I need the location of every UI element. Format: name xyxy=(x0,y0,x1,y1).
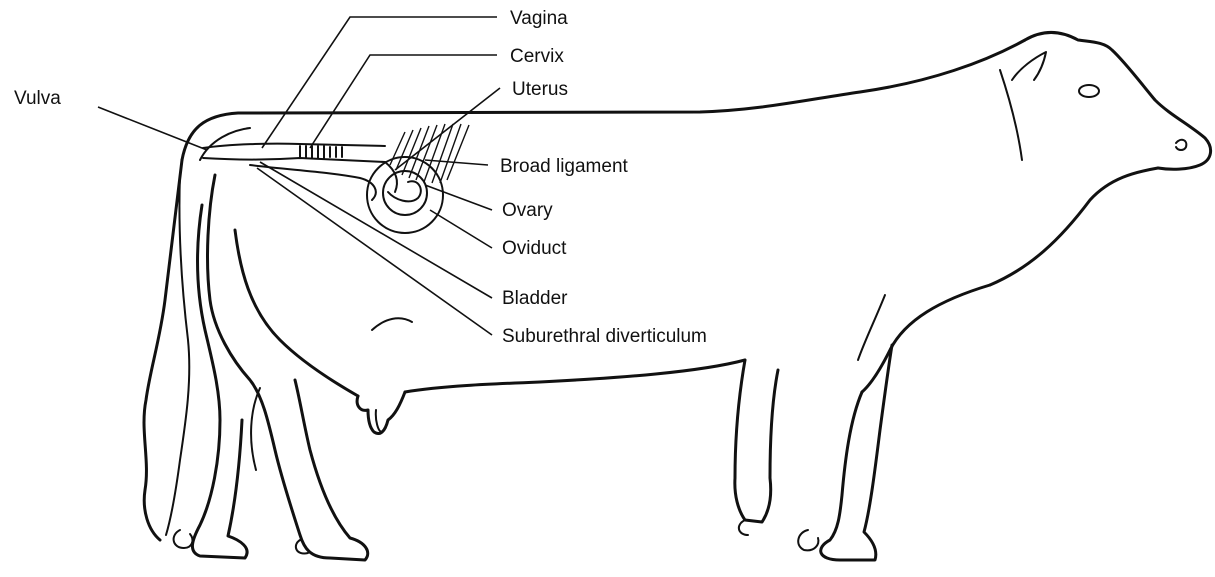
cow-hock-near xyxy=(251,388,260,470)
cow-hind-leg-near xyxy=(208,175,368,560)
label-broad-ligament: Broad ligament xyxy=(500,156,629,177)
vagina-tube xyxy=(203,144,385,148)
label-bladder: Bladder xyxy=(502,288,568,309)
label-uterus: Uterus xyxy=(512,79,568,100)
label-vagina: Vagina xyxy=(510,8,568,29)
leader-vulva xyxy=(98,107,207,150)
leader-broad-ligament xyxy=(425,160,488,165)
bladder-outline xyxy=(250,165,376,200)
label-suburethral-diverticulum: Suburethral diverticulum xyxy=(502,326,707,347)
cow-chest xyxy=(862,285,990,392)
cow-front-leg-near xyxy=(821,345,892,560)
cow-neck-crease xyxy=(1000,70,1022,160)
reproductive-tract xyxy=(203,124,469,233)
leader-suburethral-diverticulum xyxy=(257,168,492,335)
leader-ovary xyxy=(425,185,492,210)
leader-lines xyxy=(98,17,500,335)
cow-flank-crease xyxy=(372,318,412,330)
leader-oviduct xyxy=(430,210,492,248)
leader-uterus xyxy=(395,88,500,170)
cow-tail-switch xyxy=(166,175,189,535)
cow-jaw xyxy=(990,168,1158,285)
cervix-rings xyxy=(300,146,342,158)
label-ovary: Ovary xyxy=(502,200,553,221)
cow-front-leg-far xyxy=(735,360,778,522)
cow-hoof-hind xyxy=(174,530,193,548)
cow-ear xyxy=(1012,52,1046,80)
leader-vagina xyxy=(262,17,497,148)
cow-hoof-front xyxy=(798,530,818,550)
cow-shoulder-line xyxy=(858,295,885,360)
uterine-horn xyxy=(385,162,421,201)
label-oviduct: Oviduct xyxy=(502,238,567,259)
broad-ligament-hatching xyxy=(390,124,469,183)
cow-udder xyxy=(357,392,405,434)
vagina-tube-lower xyxy=(203,158,385,162)
cow-eye xyxy=(1079,85,1099,97)
cow-dewclaw-front xyxy=(739,520,748,535)
leader-bladder xyxy=(260,162,492,298)
cow-teat xyxy=(376,410,382,432)
cow-nostril xyxy=(1176,140,1186,150)
cow-belly-line xyxy=(405,360,745,392)
cow-back-line xyxy=(182,40,1025,160)
label-vulva: Vulva xyxy=(14,88,61,109)
label-cervix: Cervix xyxy=(510,46,564,67)
cow-outline xyxy=(144,33,1211,561)
cow-stifle xyxy=(235,230,358,396)
